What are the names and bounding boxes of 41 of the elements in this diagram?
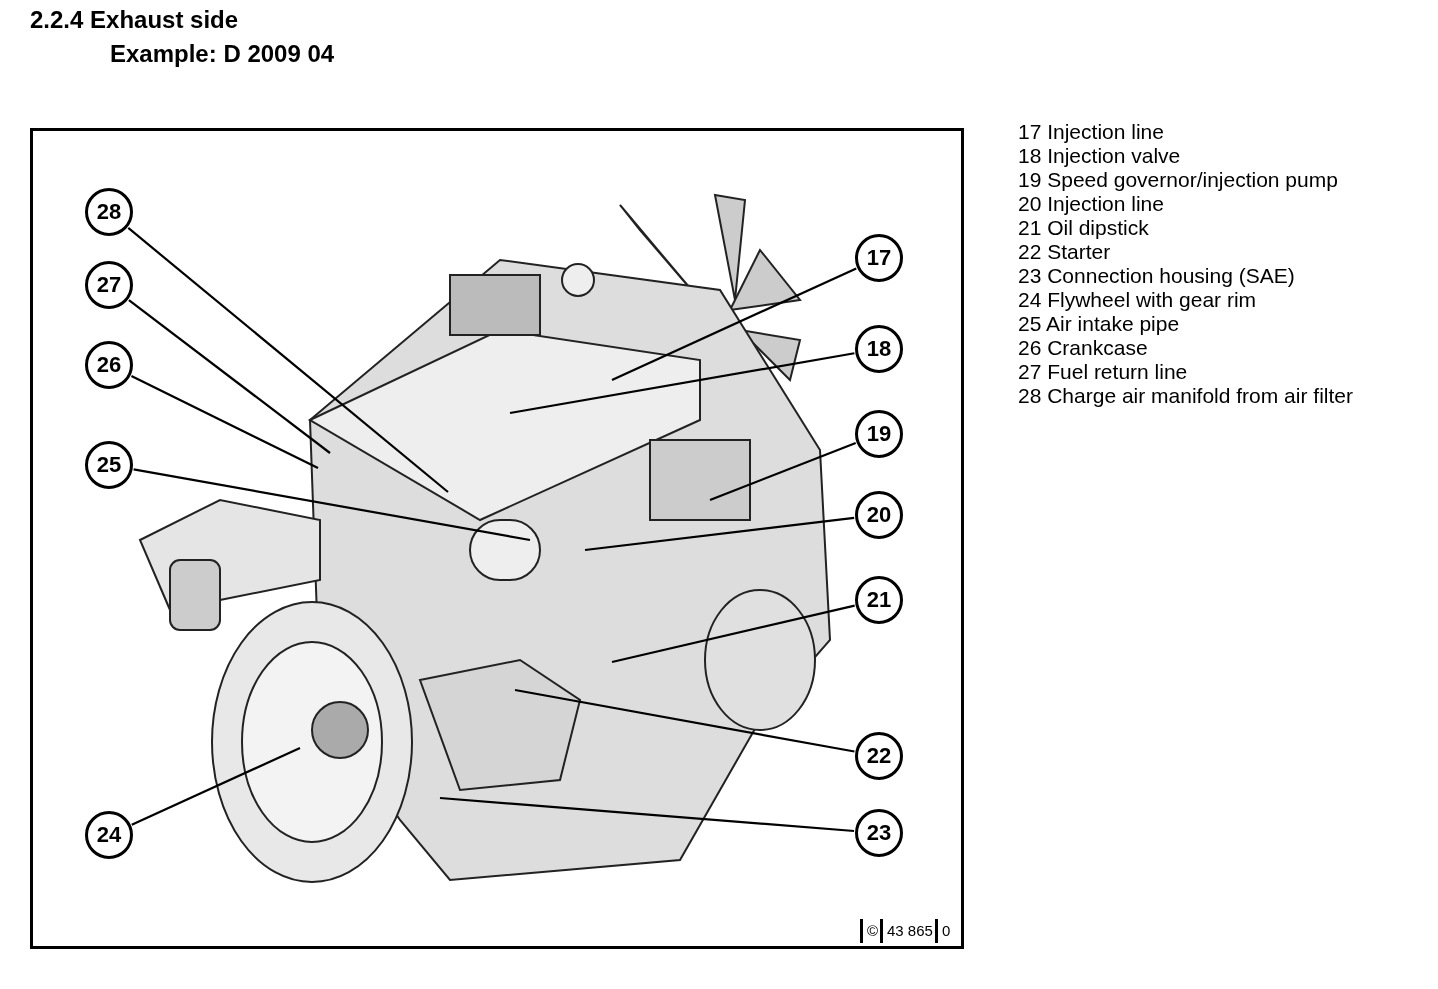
callout-number: 26 — [85, 341, 133, 389]
legend-entry: 24 Flywheel with gear rim — [1018, 288, 1257, 312]
leader-line — [584, 516, 855, 552]
leader-line — [611, 604, 855, 664]
legend-entry: 27 Fuel return line — [1018, 360, 1188, 384]
leader-line — [131, 747, 301, 826]
subtitle: Example: D 2009 04 — [110, 40, 335, 68]
legend-entry: 25 Air intake pipe — [1018, 312, 1180, 336]
callout-number: 22 — [855, 732, 903, 780]
leader-line — [127, 227, 449, 493]
leader-line — [130, 375, 319, 469]
leader-line — [133, 468, 531, 542]
callout-number: 25 — [85, 441, 133, 489]
copyright-sign: © — [860, 919, 883, 943]
legend-entry: 21 Oil dipstick — [1018, 216, 1149, 240]
callout-number: 24 — [85, 811, 133, 859]
callout-number: 17 — [855, 234, 903, 282]
legend-entry: 22 Starter — [1018, 240, 1111, 264]
leader-line — [709, 442, 857, 502]
leader-line — [128, 299, 331, 454]
section-title: 2.2.4 Exhaust side — [30, 6, 239, 34]
legend-entry: 23 Connection housing (SAE) — [1018, 264, 1295, 288]
callout-number: 23 — [855, 809, 903, 857]
legend-entry: 26 Crankcase — [1018, 336, 1148, 360]
callout-number: 20 — [855, 491, 903, 539]
leader-line — [611, 267, 857, 381]
leader-line — [514, 688, 855, 753]
legend-entry: 28 Charge air manifold from air filter — [1018, 384, 1353, 408]
callout-number: 19 — [855, 410, 903, 458]
callout-number: 28 — [85, 188, 133, 236]
revision-number: 0 — [935, 919, 955, 943]
image-number: 43 865 — [880, 919, 937, 943]
leader-line — [439, 796, 855, 833]
leader-line — [509, 352, 855, 415]
callout-number: 21 — [855, 576, 903, 624]
legend-entry: 17 Injection line — [1018, 120, 1164, 144]
legend-entry: 19 Speed governor/injection pump — [1018, 168, 1338, 192]
legend-entry: 18 Injection valve — [1018, 144, 1181, 168]
callout-number: 18 — [855, 325, 903, 373]
legend-entry: 20 Injection line — [1018, 192, 1164, 216]
callout-number: 27 — [85, 261, 133, 309]
